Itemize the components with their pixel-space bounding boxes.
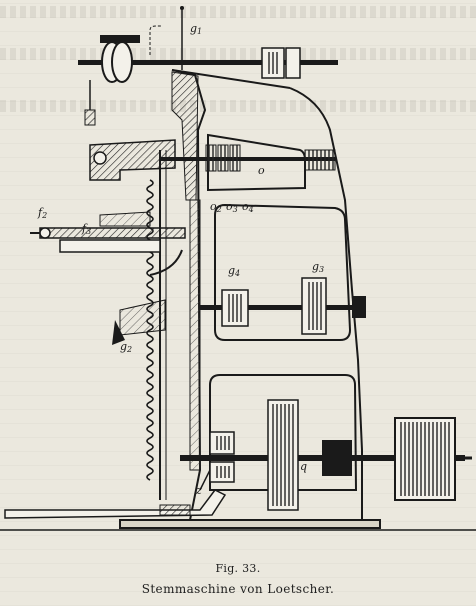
label-f3: f3: [81, 222, 91, 236]
stemmaschine-illustration: g1 o o2 o3 o4 f2 f3 g2 g3 g4 q z: [0, 6, 476, 531]
machine-frame: [119, 69, 381, 529]
label-g3: g3: [312, 260, 324, 274]
label-o2: o2: [210, 200, 222, 214]
bleed-through-text-top: [0, 6, 476, 18]
lower-lever-assembly: [112, 299, 166, 345]
bleed-through-text: [0, 100, 476, 112]
feed-table-arm: [30, 211, 186, 253]
top-rod-knob: [180, 6, 184, 10]
label-f2: f2: [37, 206, 47, 220]
label-z: z: [195, 484, 202, 497]
label-o4: o4: [242, 200, 254, 214]
middle-pulley-shaft: [200, 277, 366, 335]
label-o: o: [258, 164, 265, 177]
label-g2: g2: [120, 340, 132, 354]
figure-title: Stemmaschine von Loetscher.: [141, 582, 335, 596]
figure-number: Fig. 33.: [215, 562, 261, 575]
label-q: q: [300, 460, 307, 473]
rope-guide: [149, 25, 162, 55]
treadle-pedal: [4, 469, 227, 519]
top-left-pulley: [84, 35, 140, 126]
frame-section-hatch: [171, 71, 201, 471]
bottom-drive-shaft: [180, 399, 472, 511]
part-labels: g1 o o2 o3 o4 f2 f3 g2 g3 g4 q z: [37, 22, 324, 497]
label-g1: g1: [190, 22, 202, 36]
upper-bracket: [89, 139, 176, 181]
top-drive-shaft: [78, 47, 338, 79]
label-o3: o3: [226, 200, 238, 214]
middle-shaft: [160, 144, 336, 172]
lever-arc: [149, 249, 183, 276]
label-g4: g4: [228, 264, 240, 278]
